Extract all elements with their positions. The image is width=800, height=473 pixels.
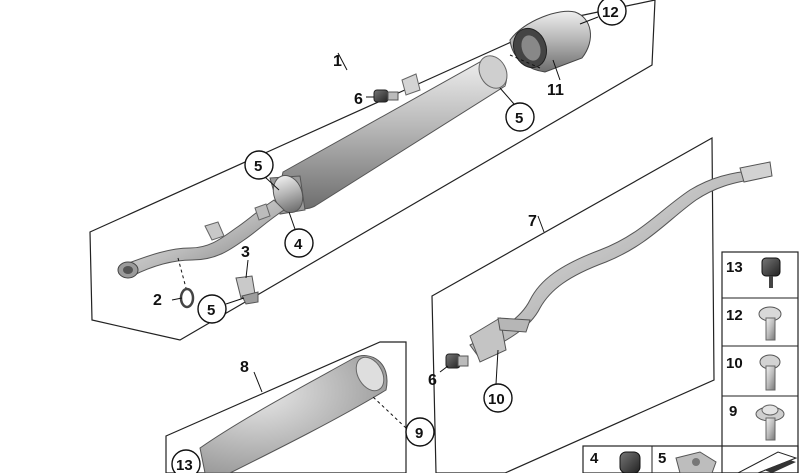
holder-arm-part [469, 161, 773, 363]
flange-screw-icon [755, 404, 785, 441]
label-main-assembly: 1 [333, 53, 342, 70]
table-label-9: 9 [729, 403, 737, 420]
table-label-13: 13 [726, 259, 743, 276]
table-label-10: 10 [726, 355, 743, 372]
label-rubber-mount-top: 6 [354, 91, 363, 108]
rubber-mount-top-part [373, 89, 399, 103]
label-clamp: 2 [153, 292, 162, 309]
group-frame-holder [431, 136, 715, 473]
hex-screw-icon [758, 306, 782, 341]
label-end-cap-ref: 12 [602, 4, 619, 21]
torx-screw-icon [759, 354, 781, 391]
label-holder-arm: 7 [528, 213, 537, 230]
label-ring-lower: 4 [294, 236, 303, 253]
label-gasket-bracket: 5 [207, 302, 215, 319]
group-frame-cover [165, 341, 407, 473]
label-cover: 8 [240, 359, 249, 376]
label-rubber-mount-bottom: 6 [428, 372, 437, 389]
clip-bracket-icon [675, 451, 717, 473]
label-end-cap: 11 [547, 82, 564, 99]
table-label-5: 5 [658, 450, 666, 467]
table-label-12: 12 [726, 307, 743, 324]
label-cover-ref: 13 [176, 457, 193, 473]
clamp-part [179, 287, 195, 309]
leader-lines [171, 16, 599, 305]
bracket-part [235, 275, 259, 305]
gasket-strip-icon [737, 451, 798, 473]
end-cap-part [509, 10, 591, 73]
label-gasket-front: 5 [254, 158, 262, 175]
header-pipe-part [117, 199, 285, 279]
callouts-group1: 1 6 5 5 4 2 3 5 11 12 [153, 0, 627, 324]
label-cover-screw: 9 [415, 425, 423, 442]
leader-lines-group2 [439, 215, 545, 385]
cover-part [199, 355, 388, 473]
leader-lines-group3 [253, 371, 407, 429]
label-gasket-rear: 5 [515, 110, 523, 127]
label-bracket: 3 [241, 244, 250, 261]
table-label-4: 4 [590, 450, 599, 467]
silencer-part [269, 55, 508, 215]
rubber-mount-bottom-part [445, 353, 469, 369]
side-parts-table: 13 12 10 9 4 5 [582, 251, 799, 473]
label-arm-screw: 10 [488, 391, 505, 408]
rubber-buffer-icon [761, 257, 781, 288]
rubber-cap-icon [619, 451, 641, 473]
